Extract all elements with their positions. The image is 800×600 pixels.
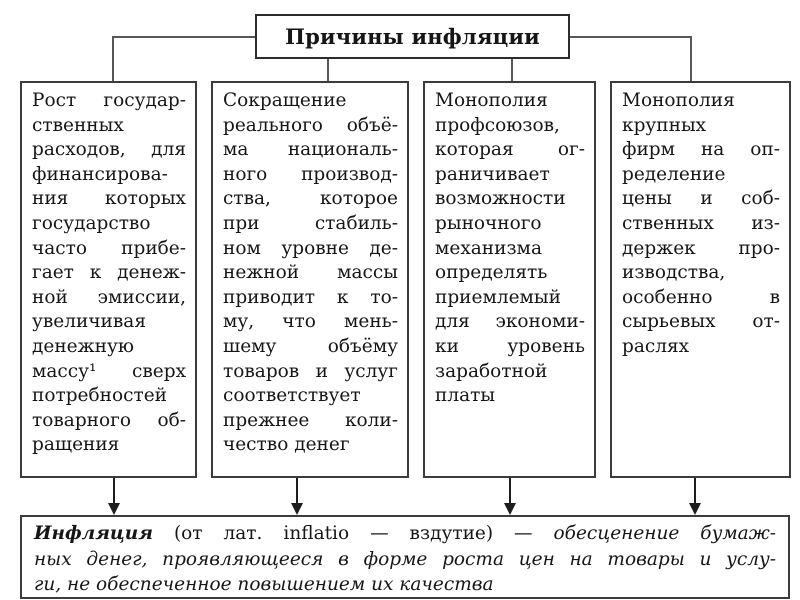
cause-text-line: товаров и услуг	[223, 360, 398, 382]
cause-text-line: соответствует	[223, 385, 361, 407]
cause-text-line: фирм на оп-	[622, 139, 780, 161]
cause-text-line: чество денег	[223, 434, 350, 456]
cause-box-firm-monopoly: Монополия крупных фирм на оп-ределение цены…	[610, 81, 791, 478]
cause-text-line: сырьевых от-	[622, 311, 780, 333]
cause-text-line: механизма	[435, 237, 542, 259]
arrow-4-stem	[694, 478, 696, 505]
cause-text-line: раслях	[622, 335, 690, 357]
page-title: Причины инфляции	[285, 24, 540, 49]
cause-text-line: платы	[435, 385, 496, 407]
cause-box-production-decline: Сокращение реального объё-ма националь-но…	[211, 81, 409, 478]
cause-text-line: цены и соб-	[622, 188, 780, 210]
cause-text-line: товарного об-	[32, 409, 186, 431]
cause-text-line: Сокращение	[223, 90, 347, 111]
cause-text-line: денежную	[32, 335, 134, 357]
cause-text-line: рыночного	[435, 212, 542, 234]
cause-text-line: для экономи-	[435, 311, 585, 333]
connector-mid-right-vertical	[511, 57, 513, 82]
cause-text-line: приводит к то-	[223, 286, 398, 308]
cause-text-line: приемлемый	[435, 286, 561, 308]
cause-text-line: особенно в	[622, 286, 780, 308]
cause-text-line: массу¹ сверх	[32, 360, 186, 382]
cause-text-line: потребностей	[32, 385, 167, 407]
cause-text-line: ма националь-	[223, 139, 398, 161]
cause-text-line: увеличивая	[32, 311, 147, 333]
definition-text: Инфляция (от лат. inflatio — вздутие) — …	[34, 521, 776, 598]
definition-text-line: Инфляция (от лат. inflatio — вздутие) — …	[34, 523, 776, 544]
cause-text-line: ния которых	[32, 188, 186, 210]
connector-left-vertical	[112, 36, 114, 82]
cause-text-line: раничивает	[435, 163, 550, 185]
definition-text-line: ных денег, проявляющееся в форме роста ц…	[34, 548, 776, 570]
cause-text-line: Рост государ-	[32, 90, 186, 111]
connector-mid-left-vertical	[327, 57, 329, 82]
cause-text-line: ном уровне де-	[223, 237, 398, 259]
cause-text-line: определять	[435, 262, 548, 284]
cause-text-line: часто прибе-	[32, 237, 186, 259]
title-box: Причины инфляции	[255, 14, 570, 59]
cause-text-line: профсоюзов,	[435, 114, 560, 136]
arrow-2-head-icon	[291, 503, 303, 515]
connector-right-horizontal	[568, 36, 692, 38]
cause-text-line: возможности	[435, 188, 566, 210]
cause-text-line: реального объё-	[223, 114, 398, 136]
cause-text-line: при стабиль-	[223, 212, 398, 234]
cause-text-line: прежнее коли-	[223, 409, 398, 431]
cause-text-line: нежной массы	[223, 262, 398, 284]
cause-text-line: ращения	[32, 434, 120, 456]
arrow-3-stem	[509, 478, 511, 505]
cause-text-line: заработной	[435, 360, 548, 382]
arrow-1-head-icon	[108, 503, 120, 515]
definition-text-line: ги, не обеспеченное повышением их качест…	[34, 574, 494, 595]
arrow-4-head-icon	[689, 503, 701, 515]
cause-text-line: му, что мень-	[223, 311, 398, 333]
cause-text-line: ственных из-	[622, 212, 780, 234]
cause-text-line: гает к денеж-	[32, 262, 186, 284]
cause-text-line: изводства,	[622, 262, 726, 284]
cause-box-union-monopoly: Монополия профсоюзов, которая ог-раничивае…	[423, 81, 596, 478]
cause-text-line: ства, которое	[223, 188, 398, 210]
cause-text-line: ственных	[32, 114, 124, 136]
cause-text-line: Монополия	[435, 90, 548, 111]
cause-text-line: ной эмиссии,	[32, 286, 186, 308]
cause-text-line: расходов, для	[32, 139, 186, 161]
cause-text-line: ределение	[622, 163, 726, 185]
cause-text-line: ки уровень	[435, 335, 585, 357]
cause-text-line: финансирова-	[32, 163, 168, 185]
cause-text-line: держек про-	[622, 237, 780, 259]
cause-text-line: государство	[32, 212, 151, 234]
connector-left-horizontal	[112, 36, 257, 38]
connector-right-vertical	[690, 36, 692, 82]
arrow-2-stem	[296, 478, 298, 505]
cause-text-line: Монополия	[622, 90, 735, 111]
definition-box: Инфляция (от лат. inflatio — вздутие) — …	[20, 515, 790, 599]
cause-text-line: которая ог-	[435, 139, 585, 161]
arrow-3-head-icon	[504, 503, 516, 515]
cause-text-line: ного производ-	[223, 163, 398, 185]
cause-text-line: крупных	[622, 114, 707, 136]
arrow-1-stem	[113, 478, 115, 505]
cause-text-line: шему объёму	[223, 335, 398, 357]
